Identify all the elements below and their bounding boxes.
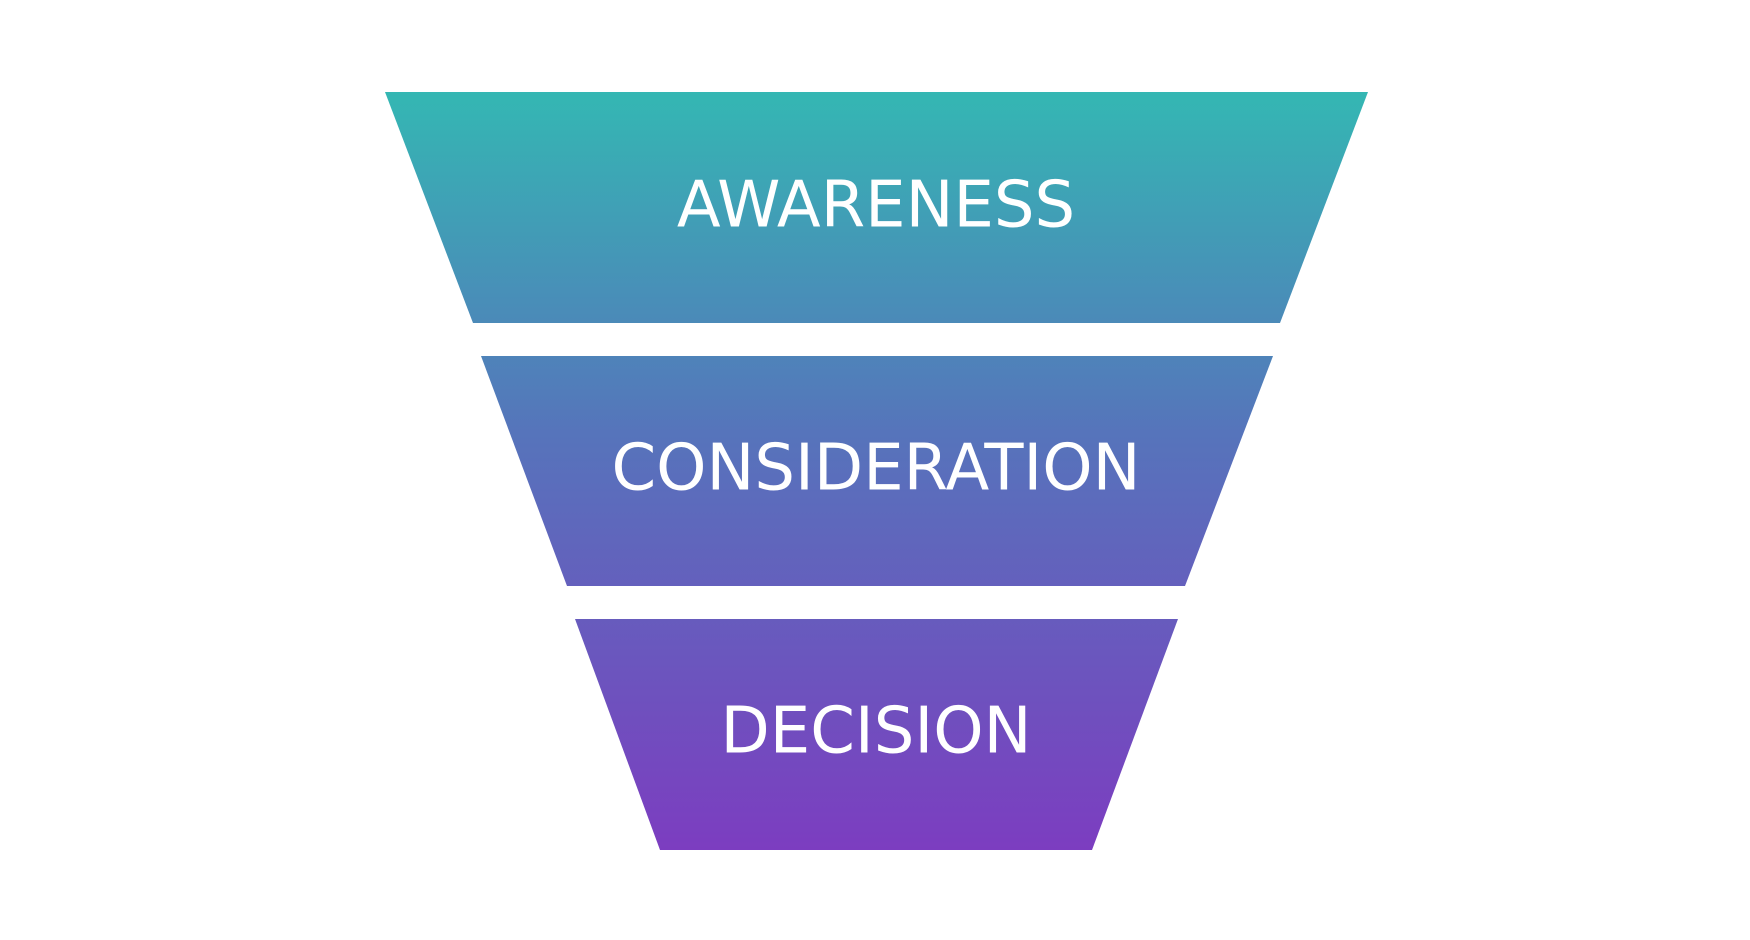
- funnel-stage-consideration: CONSIDERATION: [481, 356, 1273, 586]
- funnel-segment-consideration: [481, 356, 1273, 586]
- stage-label-decision: DECISION: [720, 695, 1031, 769]
- funnel-stage-decision: DECISION: [575, 619, 1178, 850]
- funnel-stage-awareness: AWARENESS: [385, 92, 1368, 323]
- stage-label-consideration: CONSIDERATION: [611, 432, 1140, 506]
- funnel-segment-decision: [575, 619, 1178, 850]
- stage-label-awareness: AWARENESS: [677, 169, 1075, 243]
- funnel-segment-awareness: [385, 92, 1368, 323]
